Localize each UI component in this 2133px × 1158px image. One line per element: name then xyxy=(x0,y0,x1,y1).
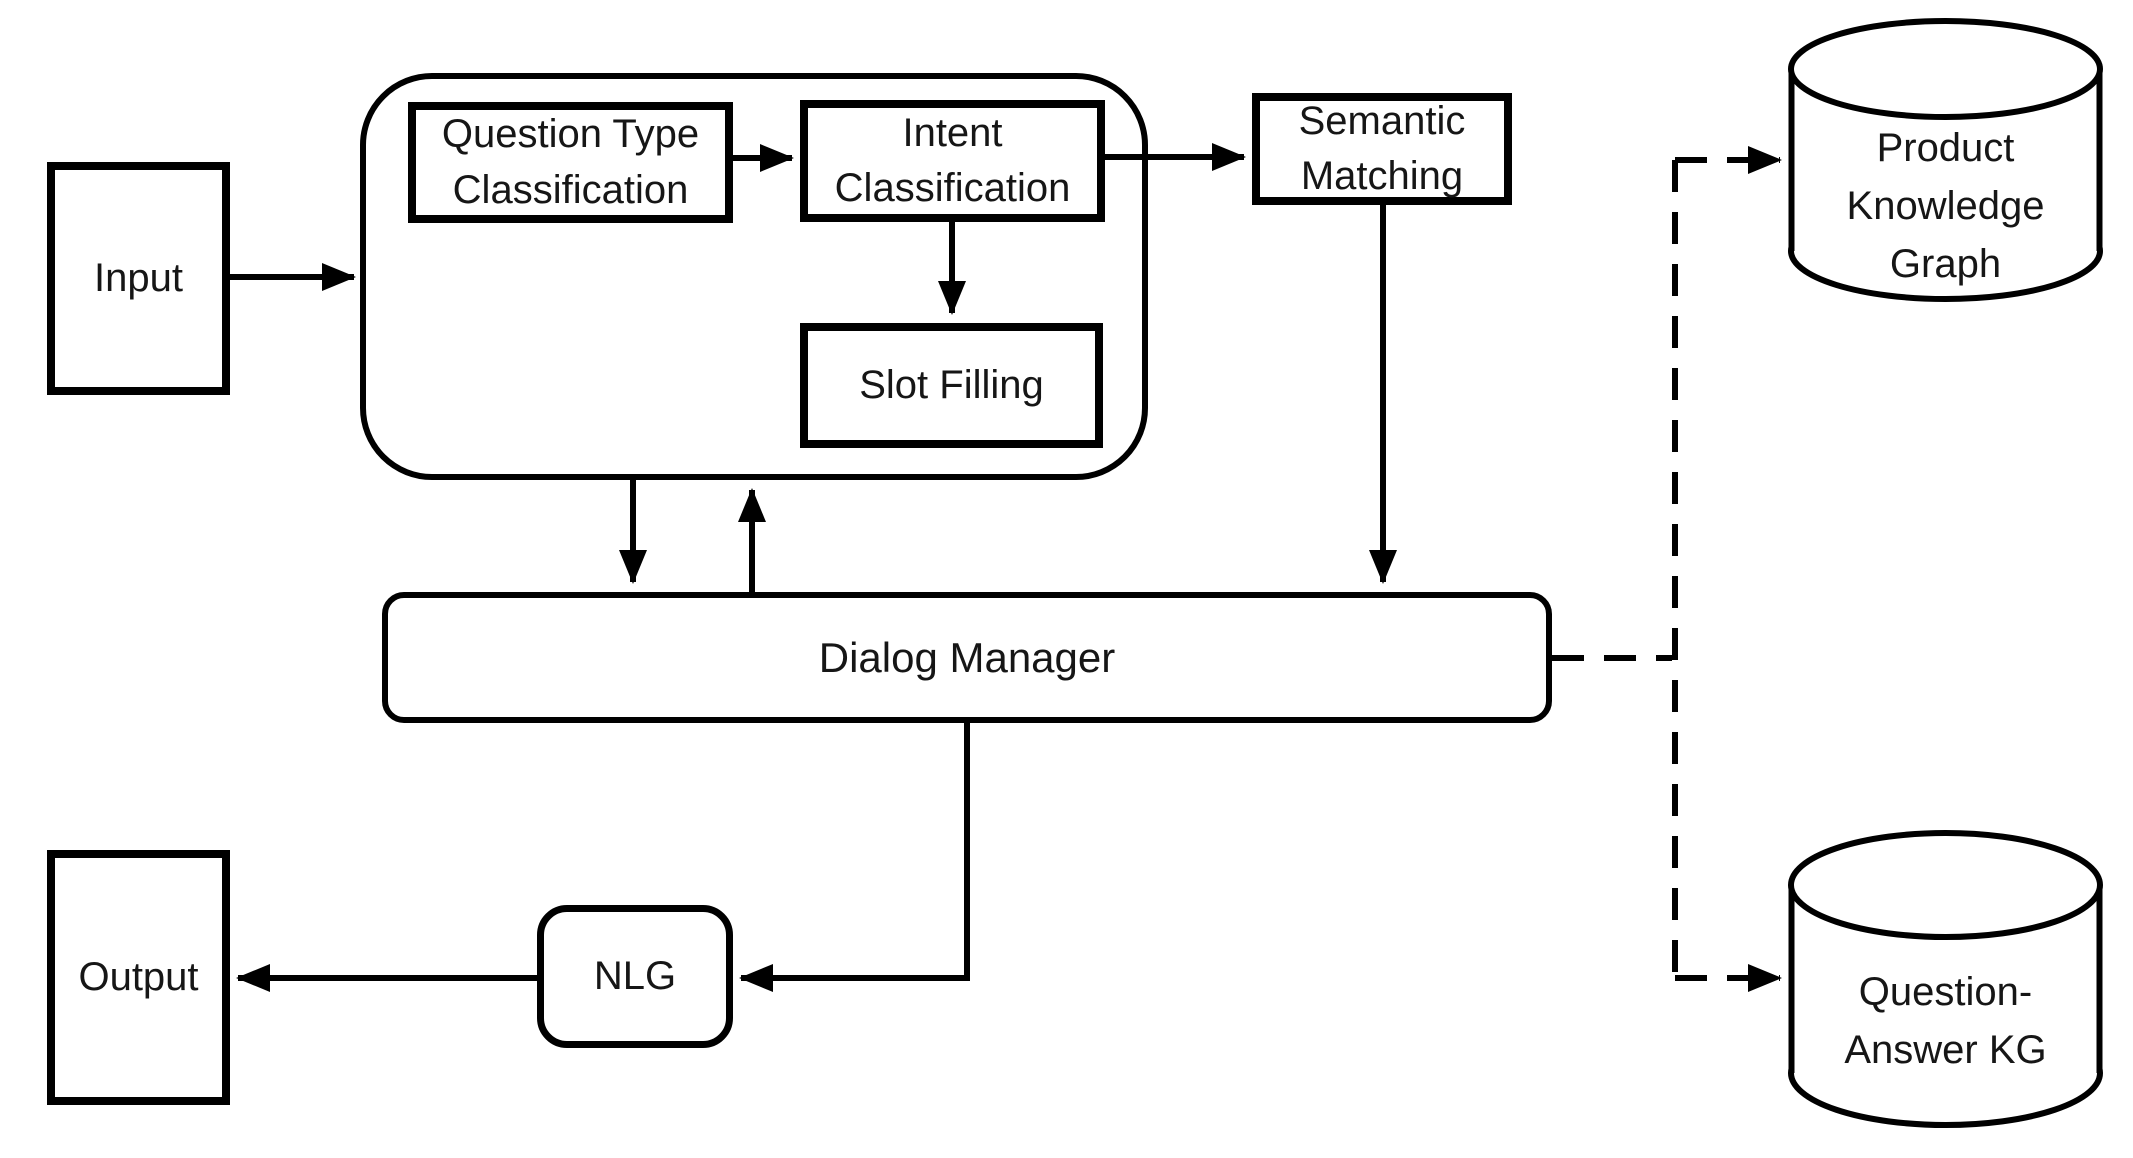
nlg-box: NLG xyxy=(537,905,733,1048)
slot-filling-label: Slot Filling xyxy=(859,362,1044,407)
question-type-classification-label-line2: Classification xyxy=(452,167,689,212)
input-label: Input xyxy=(94,255,183,300)
dialog-manager-label: Dialog Manager xyxy=(818,633,1116,681)
nlg-label: NLG xyxy=(593,953,677,998)
product-knowledge-graph-label-line1: Product xyxy=(1876,125,2015,170)
dialog-manager-box: Dialog Manager xyxy=(382,592,1552,723)
semantic-matching-label-line1: Semantic xyxy=(1298,98,1466,143)
semantic-matching-box: Semantic Matching xyxy=(1252,93,1512,205)
database-cylinder-icon xyxy=(1788,830,2103,1128)
product-knowledge-graph-label-line2: Knowledge xyxy=(1846,183,2045,228)
question-answer-kg-label-line2: Answer KG xyxy=(1844,1027,2047,1072)
question-type-classification-label-line1: Question Type xyxy=(441,112,700,157)
input-box: Input xyxy=(47,162,230,395)
arrow-dialog-manager-to-nlg xyxy=(739,723,970,992)
slot-filling-box: Slot Filling xyxy=(800,323,1103,448)
database-cylinder-icon xyxy=(1788,18,2103,302)
output-label: Output xyxy=(78,954,199,999)
question-answer-kg-database: Question- Answer KG xyxy=(1788,830,2103,1128)
product-knowledge-graph-label-line3: Graph xyxy=(1889,241,2002,286)
intent-classification-label-line1: Intent xyxy=(902,110,1003,155)
product-knowledge-graph-database: Product Knowledge Graph xyxy=(1788,18,2103,302)
question-answer-kg-label-line1: Question- xyxy=(1858,969,2033,1014)
semantic-matching-label-line2: Matching xyxy=(1300,154,1464,198)
question-type-classification-box: Question Type Classification xyxy=(408,102,733,223)
intent-classification-box: Intent Classification xyxy=(800,100,1105,222)
intent-classification-label-line2: Classification xyxy=(834,166,1071,210)
output-box: Output xyxy=(47,850,230,1105)
